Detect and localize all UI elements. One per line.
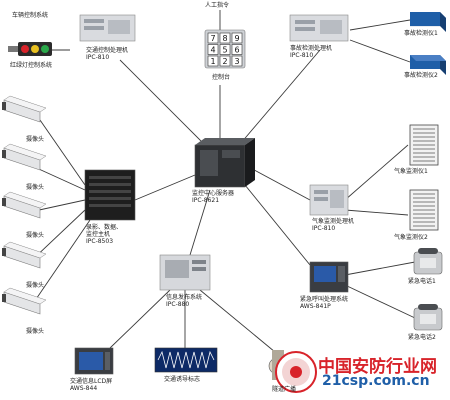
event-ipc-icon: [289, 14, 349, 42]
link-weather-1: [344, 144, 409, 201]
keypad-key-label: 4: [210, 46, 215, 55]
lcd-screen-icon: [74, 347, 114, 375]
keypad-key-label: 2: [222, 57, 227, 66]
link-dvr-server: [134, 174, 196, 201]
keypad-key-label: 1: [210, 57, 215, 66]
label-event-ipc: 事故检测处理机 IPC-810: [290, 45, 333, 59]
weather-monitor-2-icon: [409, 189, 439, 231]
label-weather-ipc: 气象监测处理机 IPC-810: [312, 218, 355, 232]
camera-group: [2, 95, 47, 315]
emergency-phone-1-icon: [413, 248, 443, 275]
label-traffic-sign: 交通诱导标志: [164, 376, 201, 383]
watermark-url: 21csp.com.cn: [322, 373, 430, 389]
keypad-key-label: 7: [210, 34, 215, 43]
label-event-detector-2: 事故检测仪2: [404, 72, 438, 79]
keypad-key-label: 9: [234, 34, 239, 43]
keypad-key-label: 6: [234, 46, 239, 55]
label-server: 监控中心服务器 IPC-8621: [192, 190, 235, 204]
dvr-host-icon: [84, 169, 136, 221]
traffic-ipc-icon: [79, 14, 136, 42]
label-traffic-light-system: 红绿灯控制系统: [10, 62, 53, 69]
event-detector-2-icon: [410, 55, 446, 75]
info-pub-icon: [159, 254, 211, 291]
label-info-publishing: 信息发布系统 IPC-880: [166, 294, 203, 308]
keypad-key-label: 3: [234, 57, 239, 66]
label-lcd-screen: 交通信息LCD屏 AWS-844: [70, 378, 113, 392]
keypad-key: [231, 44, 243, 55]
camera-icon: [2, 191, 47, 219]
link-cam5: [29, 219, 91, 309]
label-control-panel: 控制台: [212, 74, 231, 81]
traffic-light-icon: [8, 42, 52, 56]
camera-icon: [2, 287, 47, 315]
weather-ipc-icon: [309, 184, 349, 216]
server-icon: [194, 138, 255, 188]
weather-monitor-1-icon: [409, 124, 439, 166]
link-info-broadcast: [199, 289, 276, 353]
watermark-title: 中国安防行业网: [318, 357, 437, 377]
link-server-emergency: [244, 184, 311, 266]
emergency-system-icon: [309, 261, 349, 293]
link-event-detect2: [349, 39, 411, 63]
label-traffic-ipc: 交通控制处理机 IPC-810: [86, 47, 129, 61]
keypad-key: [207, 32, 219, 44]
keypad-key-label: 5: [222, 46, 227, 55]
label-camera-4: 摄像头: [26, 282, 45, 289]
link-event-detect1: [349, 19, 411, 31]
label-event-detector-1: 事故检测仪1: [404, 30, 438, 37]
watermark-logo: [275, 351, 317, 393]
emergency-phone-2-icon: [413, 304, 443, 331]
keypad-key: [207, 44, 219, 55]
traffic-sign-icon: [154, 347, 218, 373]
label-camera-1: 摄像头: [26, 136, 45, 143]
label-emergency-system: 紧急呼叫处理系统 AWS-841P: [300, 296, 349, 310]
link-server-info: [189, 189, 211, 256]
label-emergency-phone-2: 紧急电话2: [408, 334, 436, 341]
label-traffic-control-system: 车辆控制系统: [12, 12, 49, 19]
link-server-event: [234, 49, 321, 151]
camera-icon: [2, 241, 47, 269]
event-detector-1-icon: [410, 12, 446, 32]
keypad-key: [231, 32, 243, 44]
camera-icon: [2, 143, 47, 171]
label-camera-3: 摄像头: [26, 232, 45, 239]
link-info-lcd: [109, 289, 171, 349]
keypad-key-label: 8: [222, 34, 227, 43]
keypad-key: [207, 55, 219, 67]
keypad-key: [219, 55, 231, 67]
link-cam1: [39, 119, 86, 186]
link-server-weather: [244, 164, 311, 201]
label-dvr-host: 录影、数据、 监控主机 IPC-8503: [86, 224, 123, 245]
link-emergency-phone1: [344, 261, 416, 276]
keypad-key: [219, 44, 231, 55]
label-camera-2: 摄像头: [26, 184, 45, 191]
keypad-key: [219, 32, 231, 44]
label-broadcast: 隧道广播: [272, 386, 297, 393]
label-emergency-phone-1: 紧急电话1: [408, 278, 436, 285]
camera-icon: [2, 95, 47, 123]
label-weather-monitor-2: 气象监测仪2: [394, 234, 428, 241]
link-emergency-phone2: [344, 284, 416, 319]
label-weather-monitor-1: 气象监测仪1: [394, 168, 428, 175]
link-weather-2: [344, 209, 409, 216]
keypad-key: [231, 55, 243, 67]
label-camera-5: 摄像头: [26, 328, 45, 335]
label-manual-command: 人工指令: [205, 2, 230, 9]
